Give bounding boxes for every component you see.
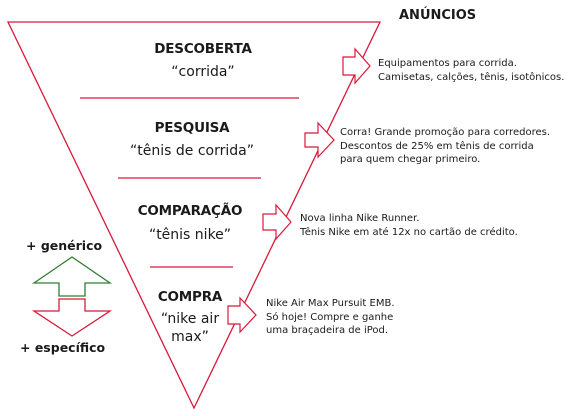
ad-line: Corra! Grande promoção para corredores. bbox=[340, 127, 550, 138]
stage-name-comparison: COMPARAÇÃO bbox=[137, 203, 243, 219]
ad-text-2: Corra! Grande promoção para corredores. … bbox=[340, 126, 550, 167]
stage-query-discovery: “corrida” bbox=[171, 64, 235, 80]
ad-text-1: Equipamentos para corrida. Camisetas, ca… bbox=[378, 57, 564, 84]
ad-text-4: Nike Air Max Pursuit EMB. Só hoje! Compr… bbox=[266, 297, 395, 338]
stage-query-research: “tênis de corrida” bbox=[130, 143, 254, 159]
generic-label: + genérico bbox=[26, 238, 103, 253]
stage-name-discovery: DESCOBERTA bbox=[154, 41, 252, 57]
stage-name-purchase: COMPRA bbox=[157, 289, 223, 305]
ad-text-3: Nova linha Nike Runner. Tênis Nike em at… bbox=[300, 212, 518, 239]
ad-arrow-4 bbox=[227, 296, 257, 334]
up-arrow-icon bbox=[31, 256, 113, 297]
ad-arrow-1 bbox=[342, 47, 371, 85]
ad-line: Equipamentos para corrida. bbox=[378, 58, 517, 69]
ad-line: Tênis Nike em até 12x no cartão de crédi… bbox=[300, 226, 518, 238]
specific-label: + específico bbox=[20, 340, 106, 355]
ad-line: Nike Air Max Pursuit EMB. bbox=[266, 298, 395, 309]
down-arrow-icon bbox=[31, 298, 113, 337]
ads-header: ANÚNCIOS bbox=[399, 8, 477, 23]
stage-query-purchase: “nike air max” bbox=[90, 310, 290, 346]
ad-line: Camisetas, calções, tênis, isotônicos. bbox=[378, 71, 565, 83]
ad-line: para quem chegar primeiro. bbox=[340, 154, 481, 165]
stage-query-line: max” bbox=[171, 329, 209, 345]
ad-line: Nova linha Nike Runner. bbox=[300, 213, 420, 224]
ad-arrow-3 bbox=[262, 203, 292, 241]
stage-query-line: “nike air bbox=[160, 311, 220, 327]
stage-query-comparison: “tênis nike” bbox=[148, 227, 232, 243]
funnel-triangle bbox=[6, 21, 382, 410]
ad-line: uma braçadeira de iPod. bbox=[266, 325, 389, 336]
ad-line: Só hoje! Compre e ganhe bbox=[266, 311, 394, 323]
stage-name-research: PESQUISA bbox=[154, 120, 230, 136]
ad-arrow-2 bbox=[304, 121, 335, 159]
ad-line: Descontos de 25% em tênis de corrida bbox=[340, 140, 534, 152]
